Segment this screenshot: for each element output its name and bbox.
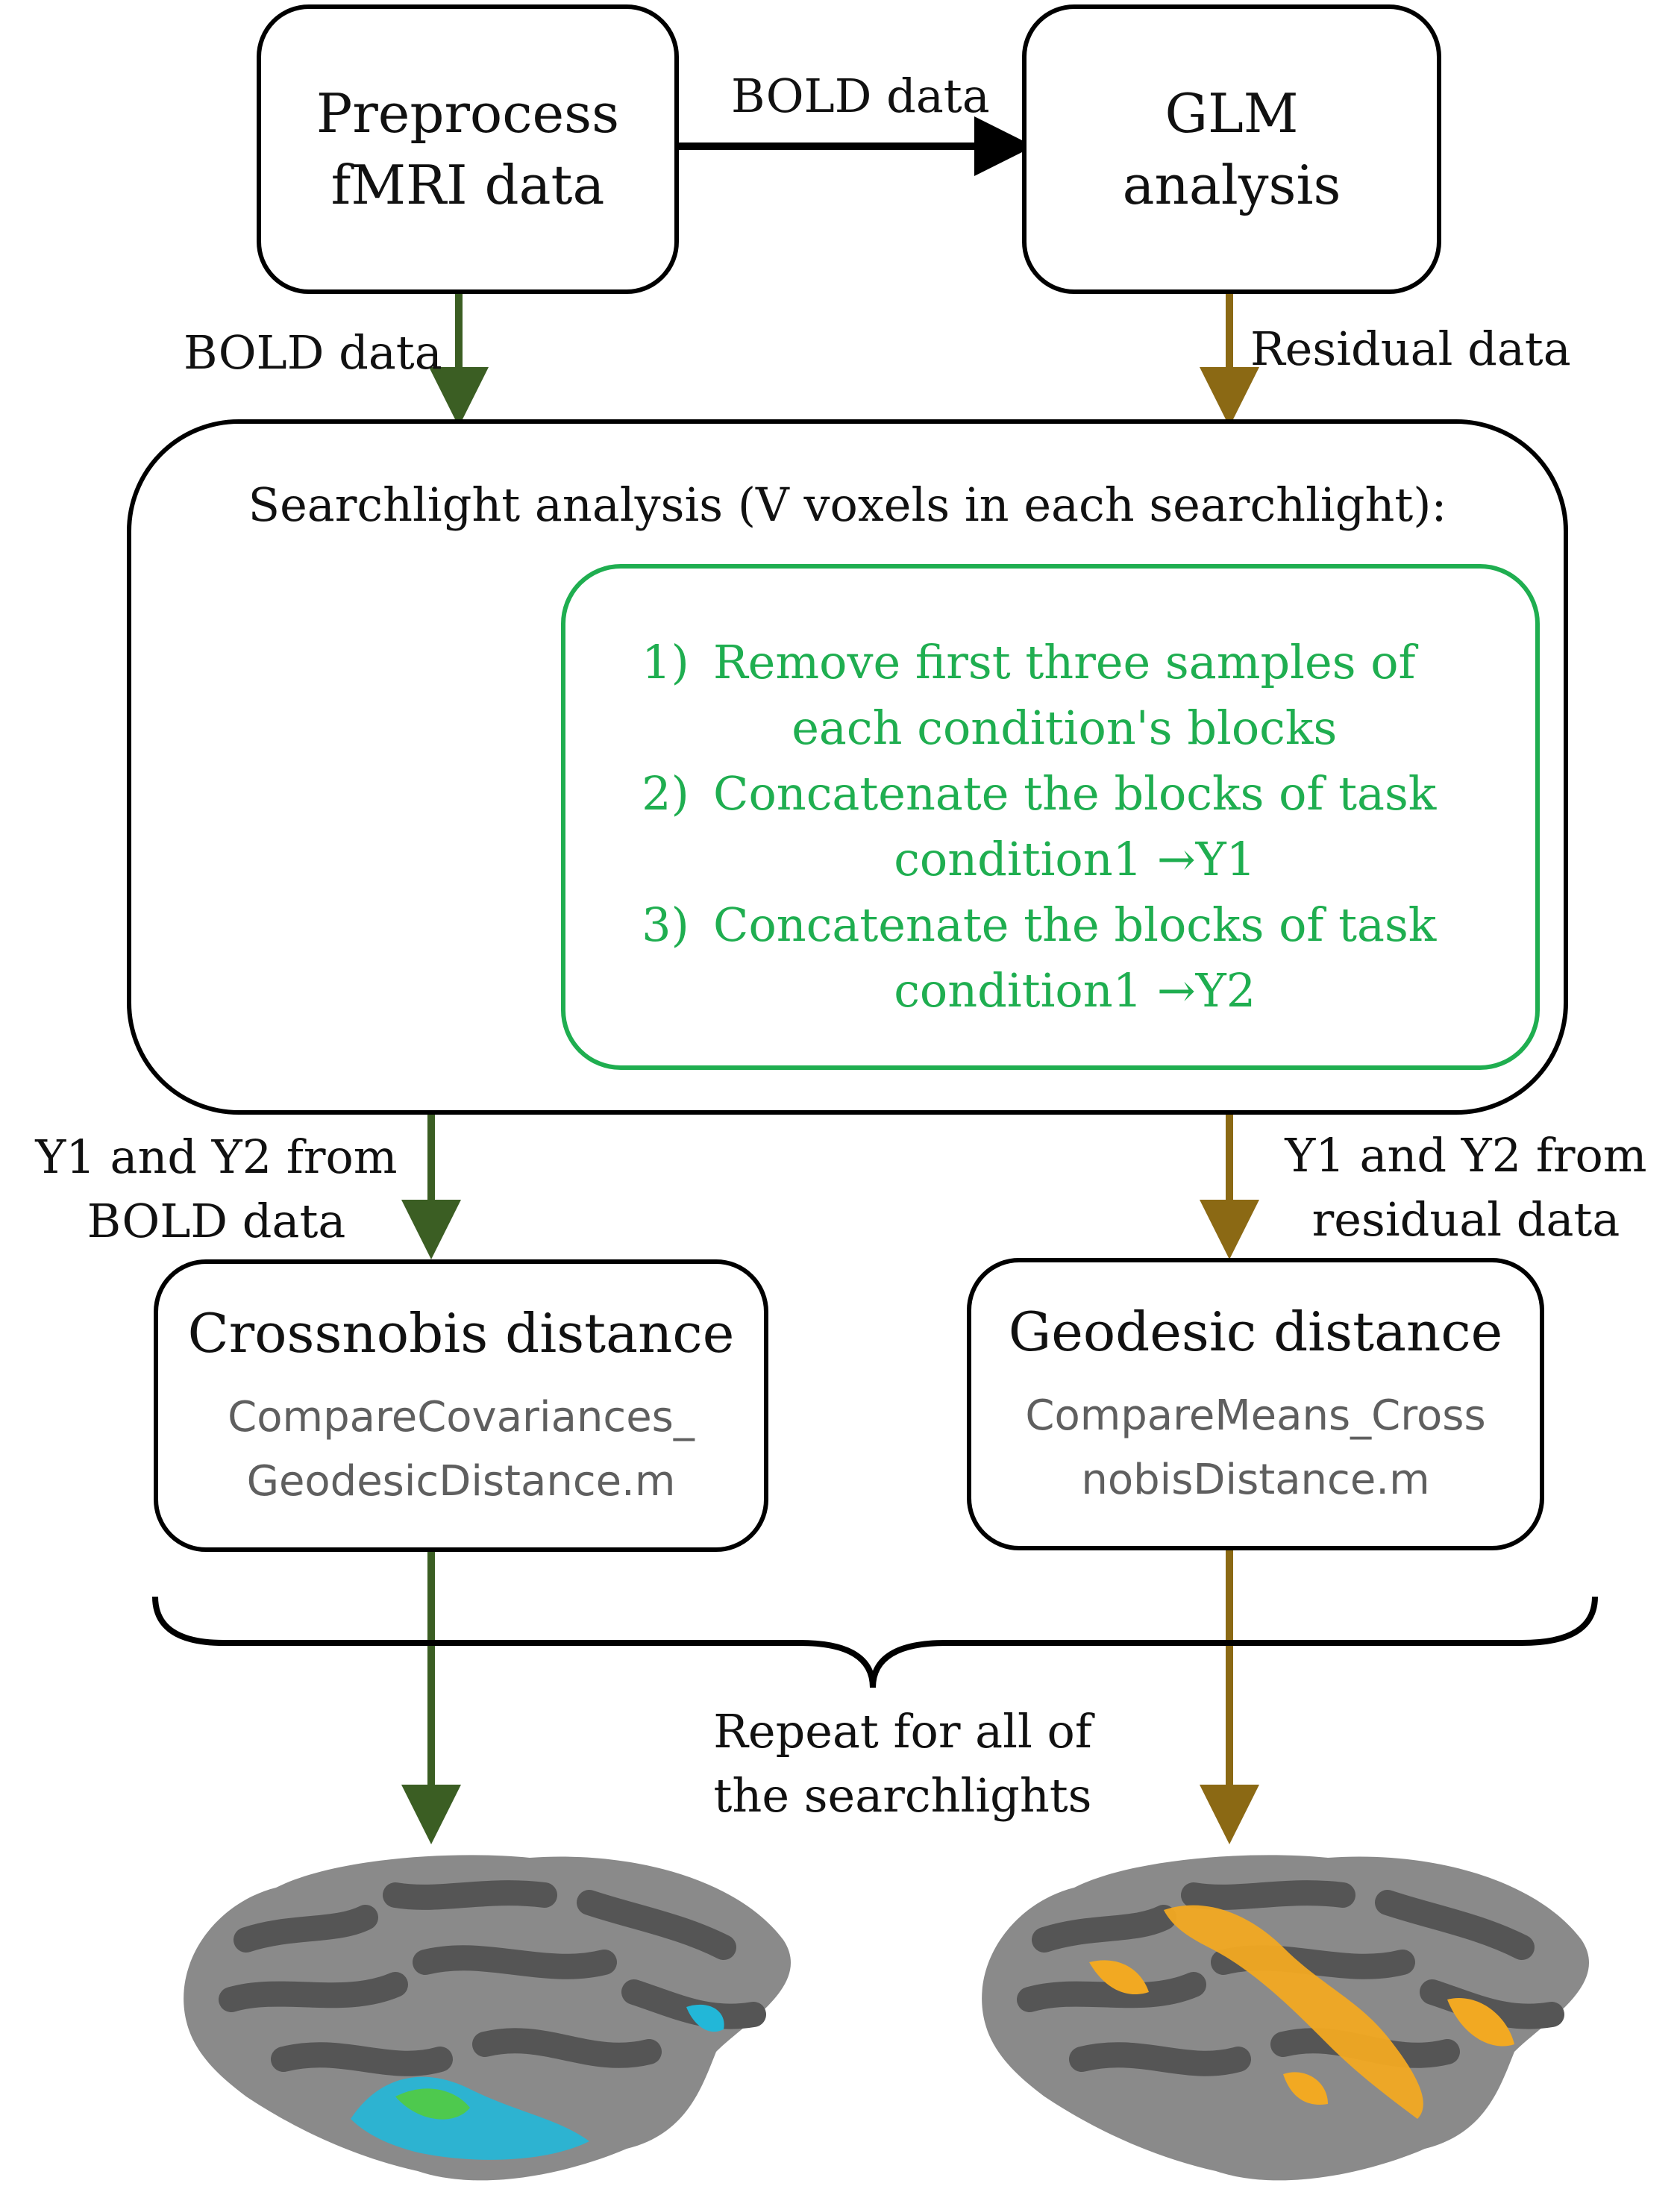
step-3: 3) Concatenate the blocks of task condit… (618, 892, 1436, 1024)
geodesic-file-line2: nobisDistance.m (1081, 1456, 1430, 1504)
glm-node: GLM analysis (1022, 4, 1441, 294)
step-1-number: 1) (642, 635, 689, 689)
crossnobis-file-line1: CompareCovariances_ (228, 1393, 695, 1441)
step-2-number: 2) (642, 766, 689, 821)
glm-label-line1: GLM (1165, 82, 1299, 145)
step-1-line2: each condition's blocks (792, 701, 1338, 755)
step-3-line1: Concatenate the blocks of task (713, 898, 1437, 952)
repeat-label-line2: the searchlights (713, 1768, 1092, 1823)
edge-label-right-out: Y1 and Y2 from residual data (1276, 1124, 1656, 1252)
preprocess-label-line1: Preprocess (316, 82, 620, 145)
glm-label-line2: analysis (1122, 154, 1341, 216)
step-1-line1: Remove first three samples of (713, 635, 1416, 689)
searchlight-title: Searchlight analysis (V voxels in each s… (248, 477, 1447, 532)
repeat-label-line1: Repeat for all of (713, 1704, 1092, 1759)
edge-label-right-in: Residual data (1250, 322, 1571, 376)
geodesic-title: Geodesic distance (1008, 1300, 1503, 1363)
step-1: 1) Remove first three samples of each co… (618, 630, 1416, 761)
repeat-label: Repeat for all of the searchlights (671, 1700, 1134, 1828)
crossnobis-title: Crossnobis distance (187, 1302, 735, 1365)
step-3-line2: condition1 →Y2 (894, 963, 1256, 1018)
cortex-map-icon (184, 1855, 792, 2181)
edge-label-left-out: Y1 and Y2 from BOLD data (30, 1125, 403, 1253)
crossnobis-file-line2: GeodesicDistance.m (246, 1457, 676, 1506)
step-2: 2) Concatenate the blocks of task condit… (618, 761, 1436, 892)
edge-label-right-out-line1: Y1 and Y2 from (1285, 1128, 1647, 1183)
repeat-brace (152, 1596, 1598, 1688)
geodesic-node: Geodesic distance CompareMeans_Cross nob… (967, 1258, 1544, 1550)
preprocess-node: Preprocess fMRI data (257, 4, 679, 294)
edge-label-right-out-line2: residual data (1311, 1192, 1620, 1247)
crossnobis-node: Crossnobis distance CompareCovariances_ … (154, 1259, 768, 1552)
edge-label-left-in: BOLD data (184, 325, 442, 380)
edge-label-left-out-line1: Y1 and Y2 from (35, 1130, 398, 1184)
edge-label-top: BOLD data (731, 69, 990, 123)
cortex-map-icon (982, 1855, 1590, 2181)
preprocess-label-line2: fMRI data (330, 154, 605, 216)
step-2-line1: Concatenate the blocks of task (713, 766, 1437, 821)
edge-label-left-out-line2: BOLD data (87, 1194, 346, 1248)
step-2-line2: condition1 →Y1 (894, 832, 1256, 886)
searchlight-steps-box: 1) Remove first three samples of each co… (561, 564, 1540, 1070)
step-3-number: 3) (642, 898, 689, 952)
geodesic-file-line1: CompareMeans_Cross (1025, 1391, 1486, 1440)
